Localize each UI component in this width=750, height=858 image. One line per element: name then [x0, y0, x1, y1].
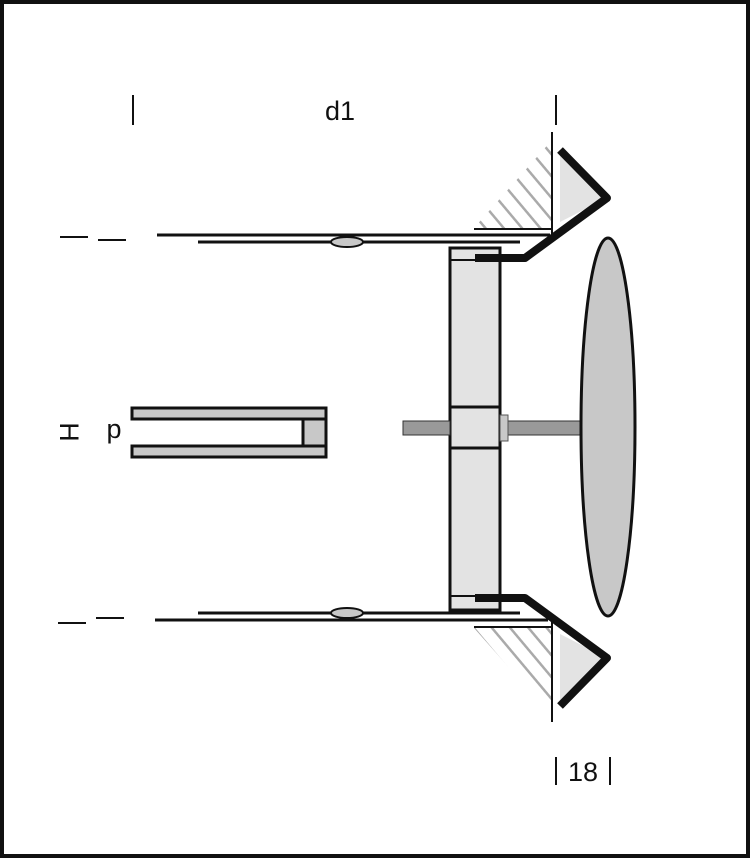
- wall-hatch-top: [474, 140, 552, 228]
- panel-bottom: [155, 607, 548, 622]
- label-p: p: [106, 414, 121, 444]
- wall-hatch-bottom: [474, 628, 552, 716]
- cover-disc: [579, 236, 637, 618]
- clamp-bottom: [475, 594, 611, 709]
- clamp-top: [475, 147, 611, 262]
- dimension-18: 18: [568, 757, 598, 787]
- dimension-ticks: [58, 236, 126, 624]
- housing: [448, 246, 502, 612]
- dimension-d1: d1: [325, 96, 355, 126]
- u-profile: [130, 406, 328, 459]
- panel-top: [157, 233, 550, 248]
- label-H: H: [54, 422, 84, 442]
